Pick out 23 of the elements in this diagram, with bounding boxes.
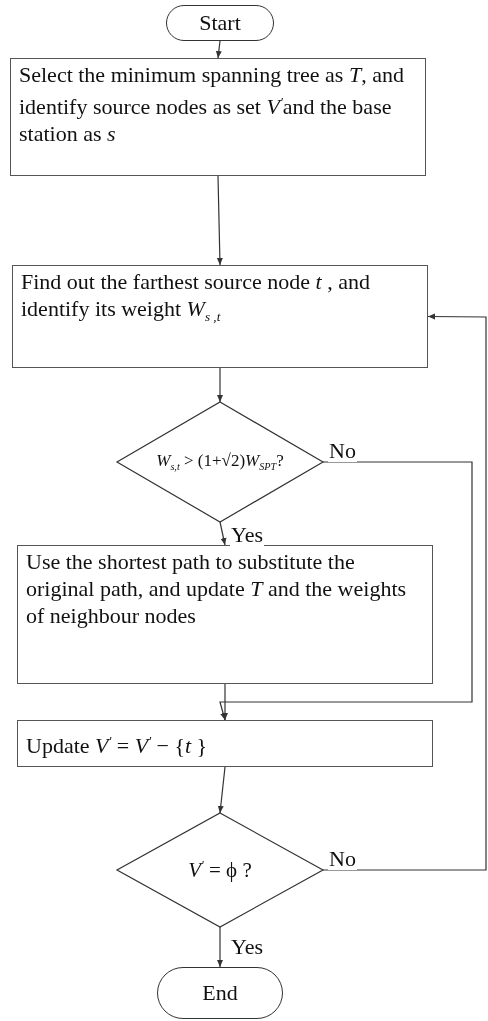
process-box <box>12 265 428 368</box>
arrow <box>215 40 222 59</box>
node-text: Start <box>199 10 241 36</box>
process-box <box>17 720 433 767</box>
arrow <box>217 766 226 814</box>
process-box <box>10 58 426 176</box>
arrow <box>219 461 473 721</box>
node-text: Use the shortest path to substitute the original path, and update T and the weights of neighbour nodes <box>26 548 408 629</box>
arrow <box>222 683 228 721</box>
arrow <box>322 313 487 871</box>
arrow <box>219 521 227 546</box>
arrow <box>217 367 223 403</box>
node-text: End <box>202 980 238 1006</box>
node-text: Find out the farthest source node t , and identify its weight W$_{s ,t}$ <box>21 268 371 327</box>
node-text: W$_{s,t}$ > (1+√2)W$_{SPT}$? <box>156 451 284 473</box>
node-text: Select the minimum spanning tree as T, and identify source nodes as set V$^{'}$and the base station as s <box>19 61 405 148</box>
decision-diamond <box>117 402 323 522</box>
arrow <box>216 175 223 266</box>
node-text: Update V$^{'}$ = V$^{'}$ − {t } <box>26 732 208 760</box>
arrow <box>217 926 223 968</box>
process-box <box>17 545 433 684</box>
decision-diamond <box>117 813 323 927</box>
node-text: V$^{'}$ = ϕ ? <box>188 857 252 883</box>
